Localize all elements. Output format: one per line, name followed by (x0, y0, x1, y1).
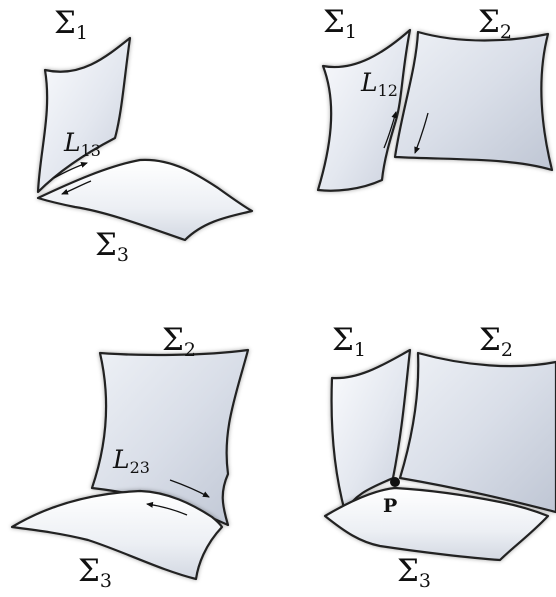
label-sigma-3: Σ3 (95, 227, 129, 266)
arrow-up (383, 111, 398, 149)
label-L12: L12 (360, 68, 398, 100)
arrow-left (146, 501, 188, 516)
label-sigma-3: Σ3 (78, 553, 112, 592)
arrow-upper (53, 162, 88, 179)
panel-bottom-right: Σ1 Σ2 P Σ3 (323, 322, 556, 592)
label-point-P: P (383, 495, 397, 517)
panel-top-left: Σ1 L13 Σ3 (36, 5, 254, 266)
sheet-sigma-3 (36, 158, 254, 242)
sheet-sigma-2 (90, 348, 250, 527)
label-L13: L13 (63, 128, 101, 160)
label-sigma-1: Σ1 (54, 5, 88, 44)
label-sigma-2: Σ2 (478, 4, 512, 43)
label-sigma-2: Σ2 (162, 322, 196, 361)
junction-point (390, 477, 400, 487)
label-sigma-3: Σ3 (397, 553, 431, 592)
sheet-sigma-2 (398, 351, 556, 514)
label-sigma-1: Σ1 (323, 4, 357, 43)
panel-bottom-left: Σ2 L23 Σ3 (10, 322, 250, 592)
sheet-sigma-2 (393, 30, 554, 172)
arrow-lower (61, 180, 92, 195)
sheet-sigma-3 (323, 486, 550, 562)
sheet-sigma-1 (36, 36, 132, 194)
sheet-sigma-1 (316, 28, 412, 192)
panel-top-right: Σ1 Σ2 L12 (316, 4, 554, 192)
arrow-down (414, 112, 429, 154)
label-L23: L23 (112, 445, 150, 477)
sheet-sigma-3 (10, 489, 224, 581)
label-sigma-1: Σ1 (332, 322, 366, 361)
arrow-right (169, 479, 210, 498)
label-sigma-2: Σ2 (479, 322, 513, 361)
